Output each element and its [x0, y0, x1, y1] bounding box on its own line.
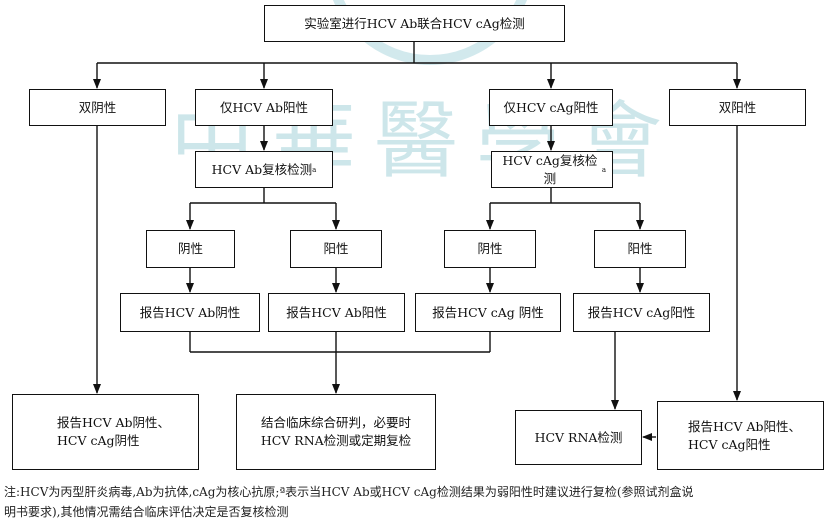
report-ab-neg-label: 报告HCV Ab阴性 [139, 304, 241, 320]
report-both-pos-box: 报告HCV Ab阳性、 HCV cAg阳性 [657, 401, 824, 470]
cag-neg-box: 阴性 [444, 230, 536, 268]
report-cag-pos-box: 报告HCV cAg阳性 [573, 293, 710, 332]
report-both-neg-box: 报告HCV Ab阴性、 HCV cAg阴性 [12, 394, 199, 470]
report-ab-pos-box: 报告HCV Ab阳性 [268, 293, 405, 332]
report-cag-neg-label: 报告HCV cAg 阴性 [432, 304, 544, 320]
double-negative-label: 双阴性 [78, 99, 117, 115]
report-ab-pos-label: 报告HCV Ab阳性 [286, 304, 387, 320]
ab-neg-box: 阴性 [146, 230, 235, 268]
report-both-pos-label: 报告HCV Ab阳性、 HCV cAg阳性 [688, 418, 801, 452]
watermark-ring [332, 0, 528, 65]
clinical-box: 结合临床综合研判，必要时 HCV RNA检测或定期复检 [236, 394, 436, 470]
ab-neg-label: 阴性 [177, 241, 203, 256]
double-positive-label: 双阳性 [718, 99, 757, 115]
footnote-line-2: 明书要求),其他情况需结合临床评估决定是否复核检测 [4, 505, 289, 519]
footnote: 注:HCV为丙型肝炎病毒,Ab为抗体,cAg为核心抗原;ª表示当HCV Ab或H… [4, 482, 828, 522]
report-both-neg-label: 报告HCV Ab阴性、 HCV cAg阴性 [57, 415, 170, 448]
cag-only-label: 仅HCV cAg阳性 [503, 99, 599, 115]
ab-pos-box: 阳性 [290, 230, 382, 268]
report-cag-neg-box: 报告HCV cAg 阴性 [415, 293, 561, 332]
ab-recheck-label: HCV Ab复核检测 [211, 161, 313, 177]
ab-pos-label: 阳性 [323, 241, 349, 256]
cag-neg-label: 阴性 [477, 241, 503, 256]
root-label: 实验室进行HCV Ab联合HCV cAg检测 [304, 15, 525, 31]
rna-box: HCV RNA检测 [515, 410, 642, 465]
report-ab-neg-box: 报告HCV Ab阴性 [120, 293, 260, 332]
clinical-label: 结合临床综合研判，必要时 HCV RNA检测或定期复检 [260, 415, 412, 448]
root-box: 实验室进行HCV Ab联合HCV cAg检测 [264, 5, 565, 42]
double-positive-box: 双阳性 [669, 89, 806, 126]
ab-only-box: 仅HCV Ab阳性 [195, 89, 333, 126]
cag-pos-box: 阳性 [594, 230, 686, 268]
report-cag-pos-label: 报告HCV cAg阳性 [587, 304, 696, 320]
footnote-line-1: 注:HCV为丙型肝炎病毒,Ab为抗体,cAg为核心抗原;ª表示当HCV Ab或H… [4, 485, 694, 499]
cag-pos-label: 阳性 [627, 241, 653, 256]
rna-label: HCV RNA检测 [534, 429, 623, 445]
double-negative-box: 双阴性 [29, 89, 166, 126]
cag-only-box: 仅HCV cAg阳性 [489, 89, 613, 126]
cag-recheck-label: HCV cAg复核检测 [502, 152, 598, 186]
ab-only-label: 仅HCV Ab阳性 [220, 99, 308, 115]
